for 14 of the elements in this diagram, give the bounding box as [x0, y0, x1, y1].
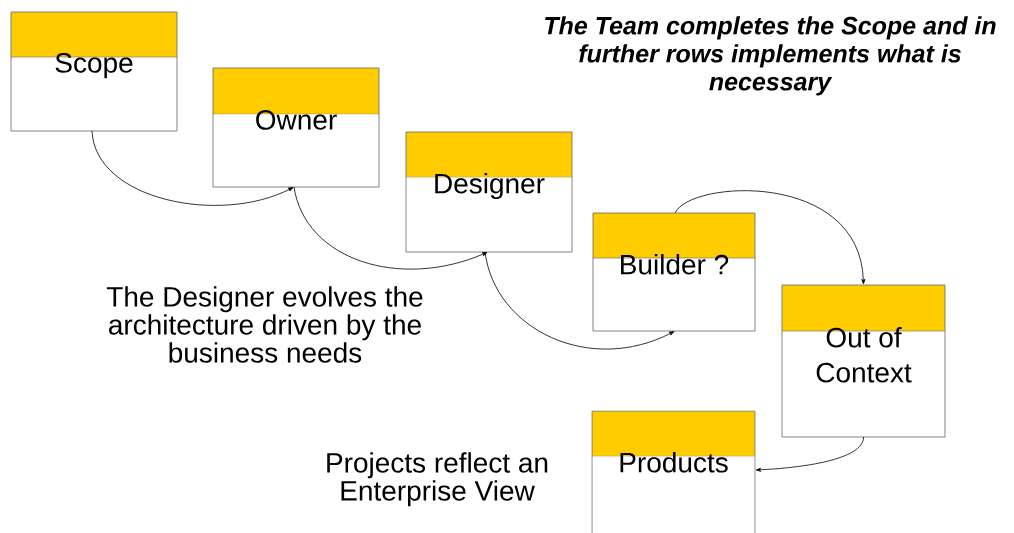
process-box: Designer: [405, 131, 573, 253]
curved-arrow: [484, 251, 675, 350]
process-box: Out of Context: [781, 284, 946, 438]
process-box: Builder ?: [592, 212, 756, 332]
process-box: Owner: [212, 67, 380, 188]
process-box: Products: [591, 410, 756, 533]
curved-arrow: [91, 130, 294, 206]
process-box: Scope: [10, 11, 178, 132]
curved-arrow: [674, 190, 866, 285]
heading-note: The Team completes the Scope and in further rows implements what is necessary: [545, 16, 996, 96]
note-text: Projects reflect an Enterprise View: [327, 452, 548, 507]
note-text: The Designer evolves the architecture driven by the business needs: [106, 286, 423, 363]
curved-arrow: [755, 436, 864, 472]
curved-arrow: [293, 186, 488, 270]
